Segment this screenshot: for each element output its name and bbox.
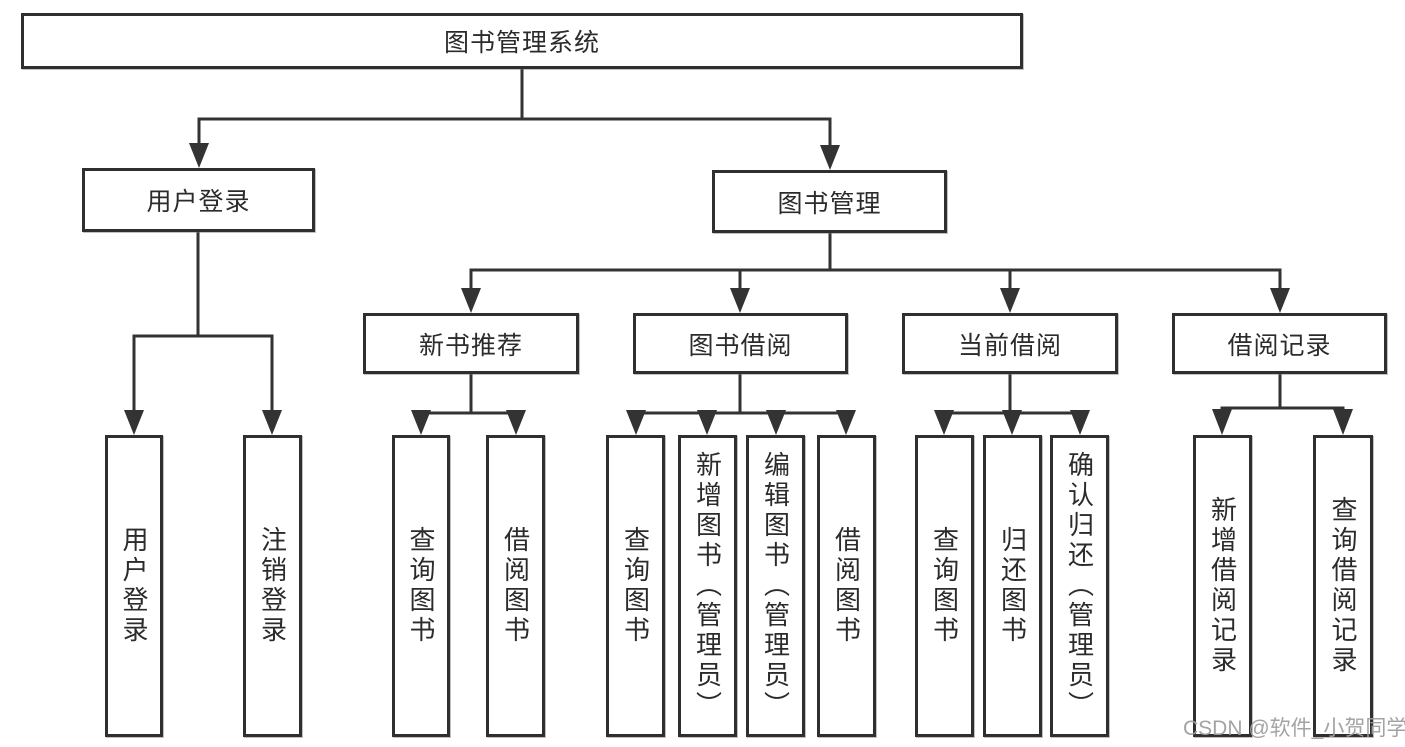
leaf-borrow-books-recommend: 借阅图书 xyxy=(486,435,545,737)
node-root-label: 图书管理系统 xyxy=(443,29,600,57)
node-book-management-label: 图书管理 xyxy=(777,189,882,218)
arrowheads xyxy=(124,143,1353,435)
leaf-logout: 注销登录 xyxy=(243,435,302,737)
node-user-login: 用户登录 xyxy=(82,168,315,232)
node-borrow-records-label: 借阅记录 xyxy=(1227,331,1332,360)
edge-login-rail xyxy=(132,334,274,414)
leaf-borrow-books-recommend-label: 借阅图书 xyxy=(500,526,531,646)
arrow-to-userlogin-leaf xyxy=(124,410,144,435)
leaf-query-books-current-label: 查询图书 xyxy=(929,526,960,646)
edge-records-rail xyxy=(1220,406,1345,411)
leaf-query-books-borrow-label: 查询图书 xyxy=(620,526,651,646)
leaf-add-book-admin-label: 新增图书（管理员） xyxy=(692,451,723,721)
leaf-logout-label: 注销登录 xyxy=(257,526,288,646)
node-book-management: 图书管理 xyxy=(712,170,947,233)
node-book-borrow-label: 图书借阅 xyxy=(688,331,793,360)
node-new-book-recommend: 新书推荐 xyxy=(363,313,579,374)
arrow-to-logout-leaf xyxy=(262,410,282,435)
arrow-to-addbook xyxy=(697,410,717,435)
edge-newrec-rail xyxy=(419,411,518,416)
node-current-borrow-label: 当前借阅 xyxy=(957,331,1062,360)
arrow-to-lend-a xyxy=(506,410,526,435)
arrow-to-return xyxy=(1002,410,1022,435)
node-user-login-label: 用户登录 xyxy=(146,188,251,216)
leaf-borrow-books-label: 借阅图书 xyxy=(831,526,862,646)
node-borrow-records: 借阅记录 xyxy=(1172,313,1387,374)
edge-root-rail xyxy=(197,117,832,149)
arrow-to-newrec xyxy=(461,288,481,313)
leaf-query-books-recommend-label: 查询图书 xyxy=(406,526,436,646)
arrow-to-query-c xyxy=(934,410,954,435)
leaf-add-borrow-record: 新增借阅记录 xyxy=(1193,435,1252,737)
edge-borrow-rail xyxy=(634,411,848,416)
arrow-to-mgmt xyxy=(820,145,840,170)
leaf-borrow-books: 借阅图书 xyxy=(817,435,876,737)
leaf-query-borrow-record-label: 查询借阅记录 xyxy=(1328,496,1358,676)
arrow-to-query-b xyxy=(626,410,646,435)
leaf-query-books-borrow: 查询图书 xyxy=(606,435,665,737)
leaf-query-borrow-record: 查询借阅记录 xyxy=(1313,435,1373,737)
leaf-add-borrow-record-label: 新增借阅记录 xyxy=(1207,496,1238,676)
leaf-query-books-current: 查询图书 xyxy=(915,435,974,737)
arrow-to-editbook xyxy=(766,410,786,435)
node-new-book-recommend-label: 新书推荐 xyxy=(418,331,523,360)
arrow-to-queryrec xyxy=(1333,409,1353,435)
arrow-to-curr xyxy=(1000,288,1020,313)
leaf-user-login-label: 用户登录 xyxy=(119,526,149,646)
edge-mgmt-rail xyxy=(469,268,1282,291)
leaf-return-books: 归还图书 xyxy=(983,435,1042,737)
arrow-to-records xyxy=(1270,288,1290,313)
leaf-edit-book-admin-label: 编辑图书（管理员） xyxy=(760,451,791,721)
arrow-to-borrow xyxy=(730,288,750,313)
arrow-to-addrec xyxy=(1212,409,1232,435)
leaf-add-book-admin: 新增图书（管理员） xyxy=(678,435,737,737)
node-root-system: 图书管理系统 xyxy=(21,13,1023,69)
arrow-to-login xyxy=(189,143,209,168)
arrow-to-confirm xyxy=(1070,410,1090,435)
arrow-to-query-a xyxy=(411,410,431,435)
leaf-confirm-return-admin: 确认归还（管理员） xyxy=(1050,435,1109,737)
leaf-query-books-recommend: 查询图书 xyxy=(392,435,450,737)
leaf-edit-book-admin: 编辑图书（管理员） xyxy=(746,435,805,737)
leaf-return-books-label: 归还图书 xyxy=(997,526,1028,646)
csdn-watermark: CSDN @软件_小贺同学 xyxy=(1183,717,1405,740)
leaf-confirm-return-admin-label: 确认归还（管理员） xyxy=(1064,451,1095,721)
leaf-user-login: 用户登录 xyxy=(105,435,163,737)
node-book-borrow: 图书借阅 xyxy=(633,313,848,374)
node-current-borrow: 当前借阅 xyxy=(902,313,1118,374)
arrow-to-lend-b xyxy=(836,410,856,435)
